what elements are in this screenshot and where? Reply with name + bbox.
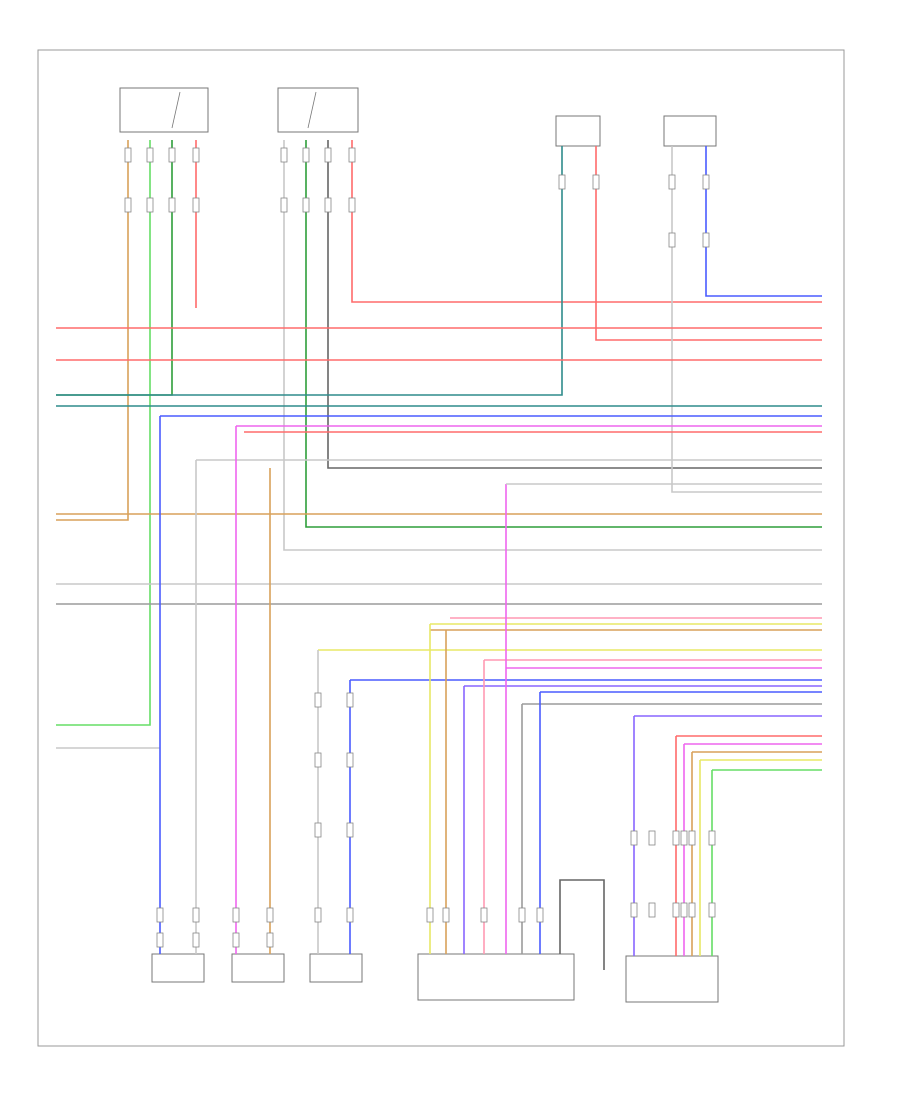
- instrument-panel-module: [625, 955, 719, 1003]
- connector-pin: [348, 147, 356, 163]
- wire-black: [559, 879, 605, 970]
- connector-pin: [708, 902, 716, 918]
- connector-pin: [146, 197, 154, 213]
- accelerator-pedal-sensor: [417, 953, 575, 1001]
- connector-pin: [672, 830, 680, 846]
- connector-pin: [192, 197, 200, 213]
- connector-pin: [708, 830, 716, 846]
- connector-pin: [266, 932, 274, 948]
- connector-pin: [668, 232, 676, 248]
- connector-pin: [232, 907, 240, 923]
- connector-pin: [266, 907, 274, 923]
- sensor-top-far-right: [663, 115, 717, 147]
- connector-pin: [592, 174, 600, 190]
- connector-pin: [630, 830, 638, 846]
- wire-green: [56, 140, 151, 726]
- connector-pin: [346, 692, 354, 708]
- connector-pin: [156, 932, 164, 948]
- connector-pin: [302, 197, 310, 213]
- wire-black: [327, 140, 822, 469]
- wire-darkgreen: [305, 140, 822, 528]
- connector-pin: [680, 830, 688, 846]
- connector-pin: [168, 197, 176, 213]
- connector-pin: [324, 197, 332, 213]
- connector-pin: [668, 174, 676, 190]
- wire-orange: [56, 140, 129, 521]
- connector-pin: [348, 197, 356, 213]
- connector-pin: [442, 907, 450, 923]
- connector-pin: [346, 752, 354, 768]
- engine-coolant-sensor: [309, 953, 363, 983]
- other-sensor: [231, 953, 285, 983]
- connector-pin: [536, 907, 544, 923]
- connector-pin: [314, 907, 322, 923]
- connector-pin: [648, 830, 656, 846]
- connector-pin: [124, 197, 132, 213]
- wire-teal: [56, 146, 563, 396]
- diagram-frame: [37, 49, 845, 1047]
- connector-pin: [648, 902, 656, 918]
- connector-pin: [426, 907, 434, 923]
- connector-pin: [346, 907, 354, 923]
- connector-pin: [232, 932, 240, 948]
- connector-pin: [156, 907, 164, 923]
- upstream-o2-sensor-1: [119, 87, 209, 133]
- connector-pin: [680, 902, 688, 918]
- upstream-o2-sensor-2: [277, 87, 359, 133]
- connector-pin: [192, 147, 200, 163]
- connector-pin: [192, 907, 200, 923]
- connector-pin: [314, 692, 322, 708]
- connector-pin: [314, 752, 322, 768]
- connector-pins: [124, 147, 716, 948]
- connector-pin: [280, 197, 288, 213]
- connector-pin: [702, 232, 710, 248]
- connector-pin: [688, 830, 696, 846]
- wire-red: [595, 146, 822, 341]
- wire-blue: [705, 146, 822, 297]
- connector-pin: [558, 174, 566, 190]
- wire-harness: [56, 140, 822, 970]
- connector-pin: [302, 147, 310, 163]
- connector-pin: [146, 147, 154, 163]
- wire-darkgreen: [56, 140, 173, 396]
- connector-pin: [192, 932, 200, 948]
- wire-lightgray: [671, 146, 822, 493]
- connector-pin: [518, 907, 526, 923]
- connector-pin: [168, 147, 176, 163]
- downstream-o2-sensor: [151, 953, 205, 983]
- connector-pin: [346, 822, 354, 838]
- connector-pin: [702, 174, 710, 190]
- connector-pin: [124, 147, 132, 163]
- connector-pin: [630, 902, 638, 918]
- oxygen-sensor-top-right: [555, 115, 601, 147]
- wire-lightgray: [283, 140, 822, 551]
- wire-red: [351, 140, 822, 303]
- connector-pin: [314, 822, 322, 838]
- connector-pin: [324, 147, 332, 163]
- connector-pin: [688, 902, 696, 918]
- connector-pin: [672, 902, 680, 918]
- connector-pin: [280, 147, 288, 163]
- connector-pin: [480, 907, 488, 923]
